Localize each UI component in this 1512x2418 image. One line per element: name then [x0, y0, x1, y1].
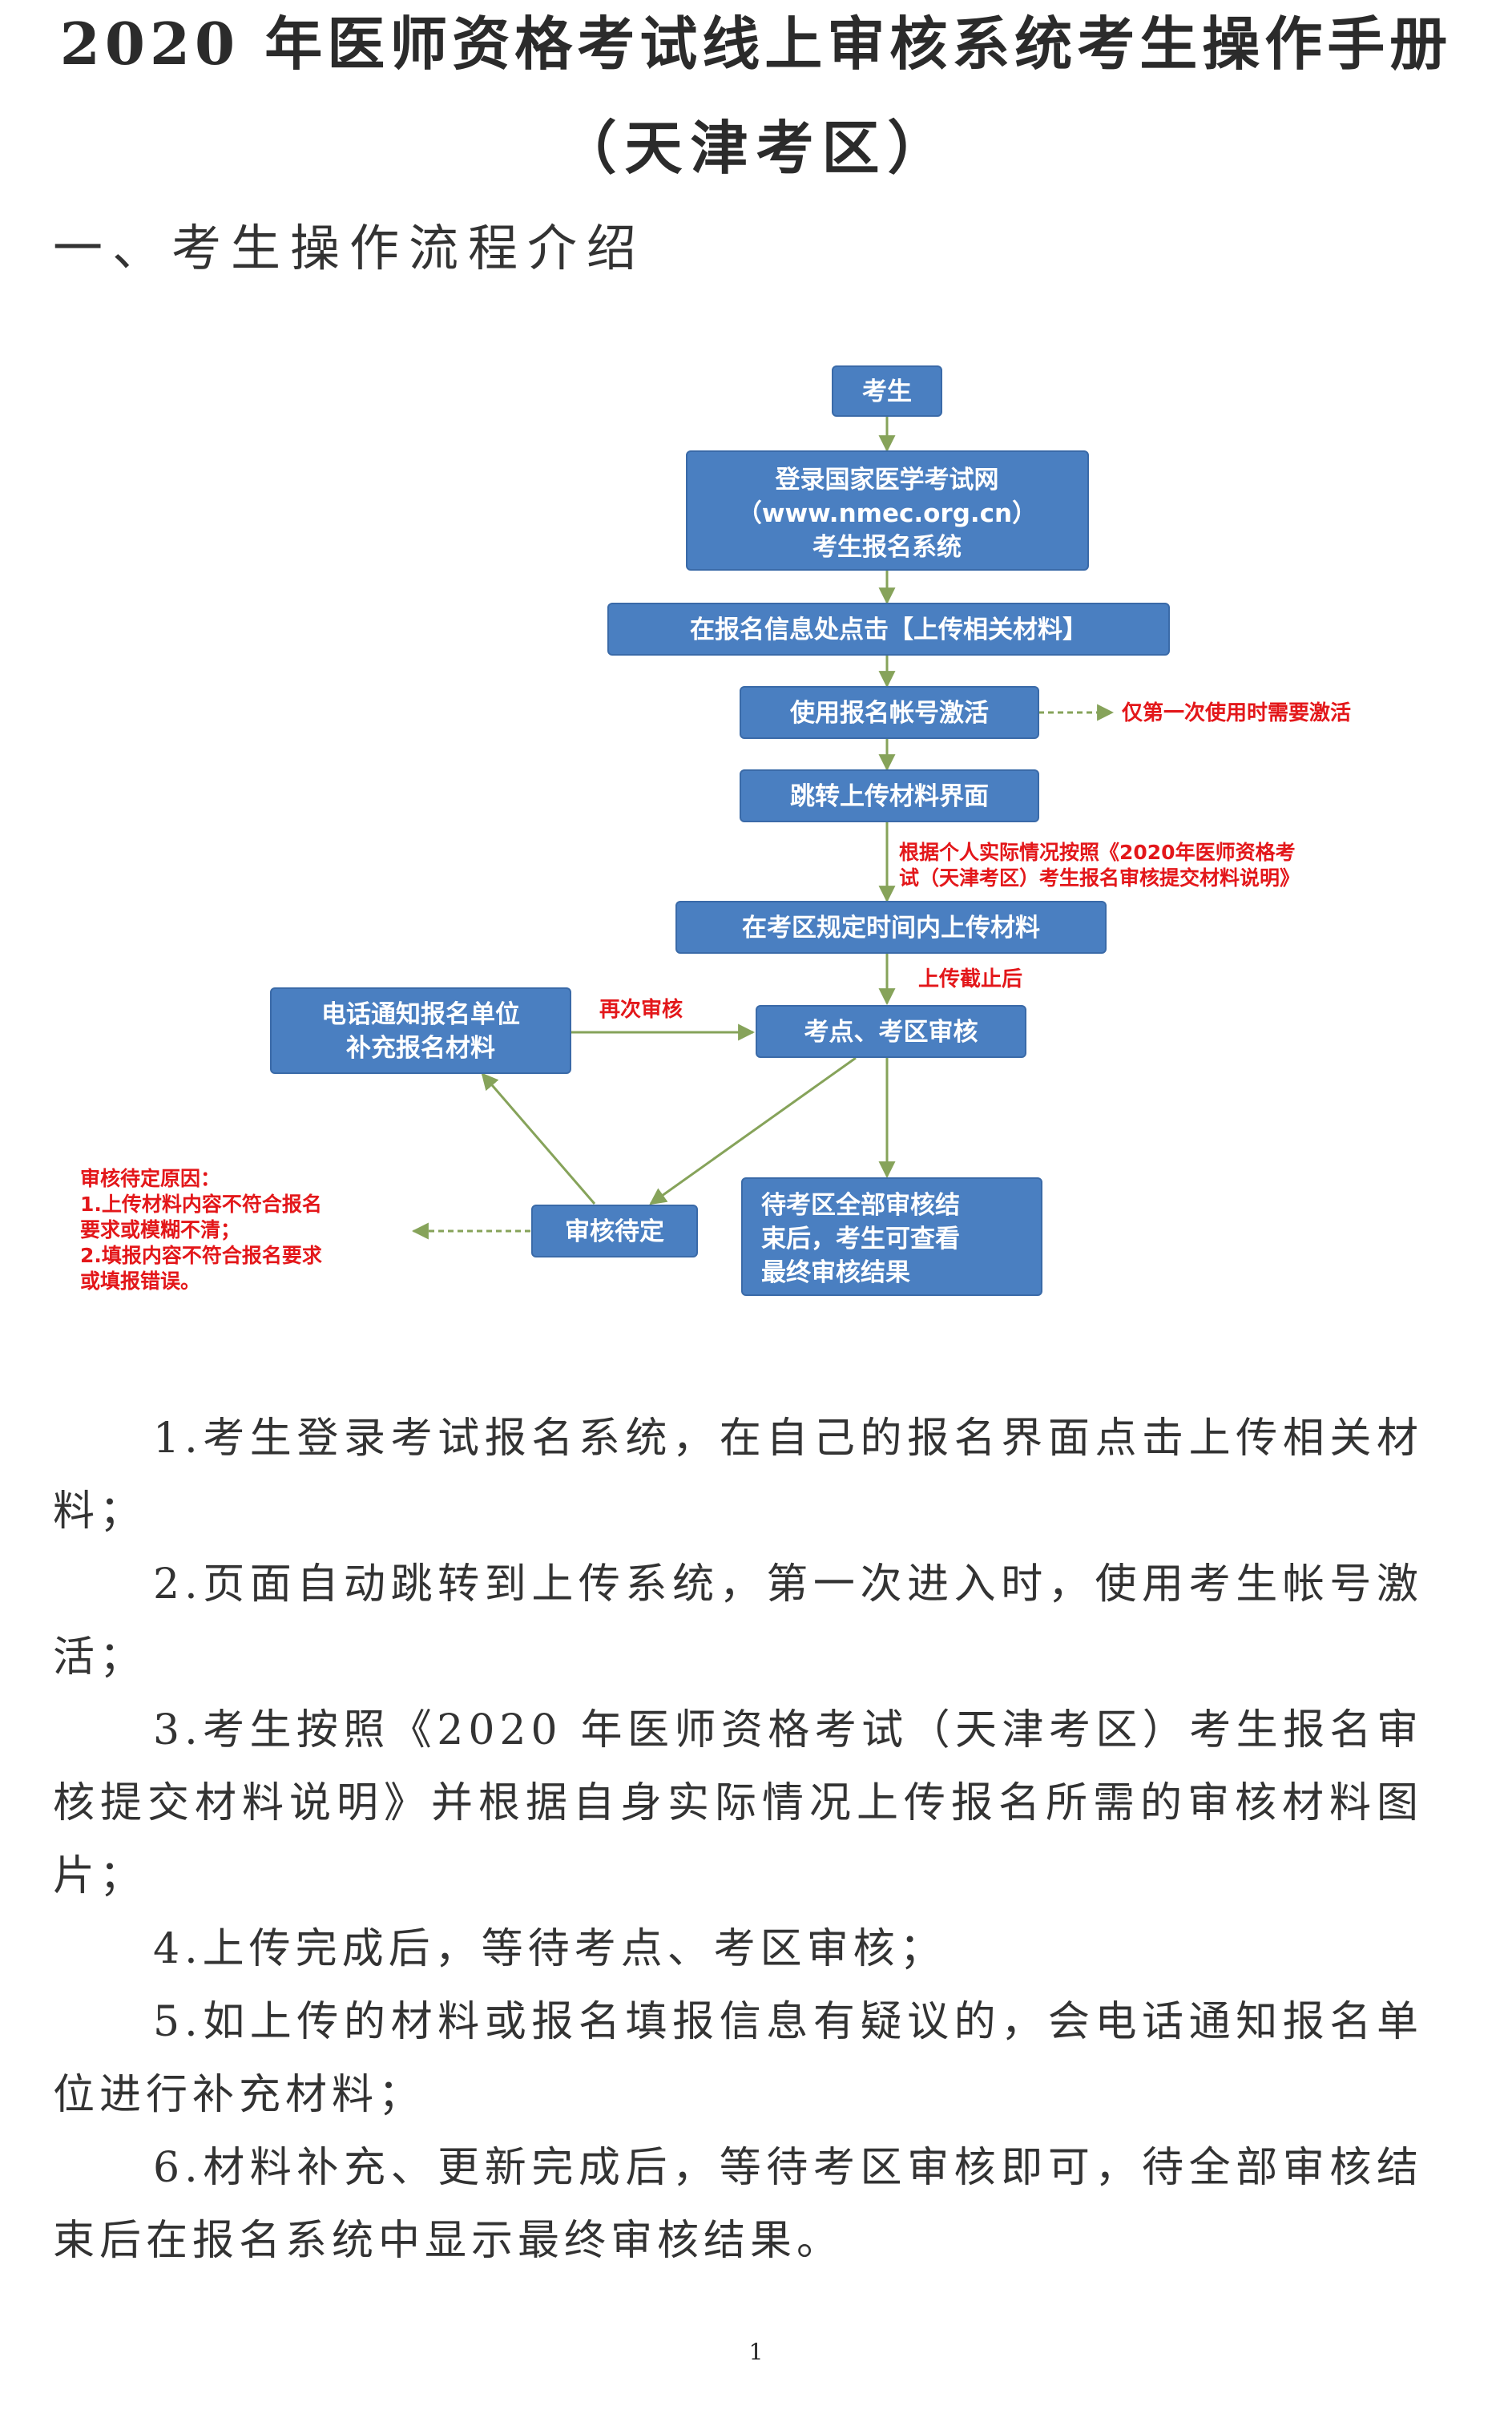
flow-node-phone-line2: 补充报名材料 [346, 1034, 495, 1063]
note-pending-reason1-line2: 要求或模糊不清； [80, 1218, 240, 1241]
flow-node-login-line3: 考生报名系统 [812, 533, 962, 562]
step-item: 5.如上传的材料或报名填报信息有疑议的，会电话通知报名单位进行补充材料； [53, 1998, 1423, 2119]
flow-node-activate-label: 使用报名帐号激活 [789, 699, 989, 728]
flow-node-start: 考生 [832, 365, 942, 417]
step-item: 1.考生登录考试报名系统，在自己的报名界面点击上传相关材料； [53, 1415, 1423, 1536]
flow-node-start-label: 考生 [862, 377, 912, 406]
flow-node-login: 登录国家医学考试网 （www.nmec.org.cn） 考生报名系统 [686, 450, 1089, 571]
flow-node-login-line2: （www.nmec.org.cn） [737, 499, 1037, 528]
note-re-review: 再次审核 [599, 997, 683, 1022]
document-subtitle: （天津考区） [558, 114, 954, 182]
step-item: 3.考生按照《2020 年医师资格考试（天津考区）考生报名审核提交材料说明》并根… [53, 1706, 1423, 1900]
note-by-situation-line1: 根据个人实际情况按照《2020年医师资格考 [899, 841, 1296, 864]
section-heading: 一、考生操作流程介绍 [53, 219, 647, 277]
flow-node-upload-in-time: 在考区规定时间内上传材料 [675, 901, 1107, 954]
document-title: 2020 年医师资格考试线上审核系统考生操作手册 [59, 10, 1453, 78]
step-item: 4.上传完成后，等待考点、考区审核； [153, 1925, 946, 1973]
process-flowchart: 考生 登录国家医学考试网 （www.nmec.org.cn） 考生报名系统 在报… [80, 365, 1351, 1296]
flow-node-jump-upload-label: 跳转上传材料界面 [790, 782, 989, 811]
flowchart-connectors [411, 417, 1115, 1240]
arrow-pending-to-phone [481, 1072, 596, 1205]
flow-node-review-label: 考点、考区审核 [804, 1018, 978, 1047]
flow-node-jump-upload: 跳转上传材料界面 [740, 769, 1039, 822]
flow-node-pending-label: 审核待定 [565, 1217, 664, 1246]
flow-node-phone: 电话通知报名单位 补充报名材料 [270, 987, 571, 1074]
step-item: 2.页面自动跳转到上传系统，第一次进入时，使用考生帐号激活； [53, 1560, 1423, 1681]
flow-node-phone-line1: 电话通知报名单位 [321, 1000, 520, 1029]
note-by-situation-line2: 试（天津考区）考生报名审核提交材料说明》 [899, 866, 1300, 890]
note-pending-reason2-line2: 或填报错误。 [80, 1270, 200, 1293]
note-pending-reasons-title: 审核待定原因： [80, 1167, 220, 1190]
step-list: 1.考生登录考试报名系统，在自己的报名界面点击上传相关材料； 2.页面自动跳转到… [53, 1403, 1423, 2278]
arrow-review-to-pending [649, 1056, 857, 1205]
flow-node-login-line1: 登录国家医学考试网 [775, 466, 999, 494]
note-pending-reason2-line1: 2.填报内容不符合报名要求 [80, 1244, 322, 1267]
step-item: 6.材料补充、更新完成后，等待考区审核即可，待全部审核结束后在报名系统中显示最终… [53, 2144, 1423, 2265]
note-deadline: 上传截止后 [918, 967, 1022, 991]
flow-node-final: 待考区全部审核结 束后，考生可查看 最终审核结果 [741, 1177, 1042, 1296]
flow-node-final-line1: 待考区全部审核结 [761, 1191, 960, 1220]
flow-node-activate: 使用报名帐号激活 [740, 686, 1039, 739]
flow-node-final-line3: 最终审核结果 [761, 1258, 910, 1287]
note-first-use: 仅第一次使用时需要激活 [1122, 700, 1351, 725]
flow-node-review: 考点、考区审核 [756, 1005, 1026, 1058]
flow-node-final-line2: 束后，考生可查看 [761, 1225, 960, 1253]
note-pending-reason1-line1: 1.上传材料内容不符合报名 [80, 1193, 322, 1216]
flow-node-pending: 审核待定 [531, 1205, 698, 1257]
flow-node-click-upload: 在报名信息处点击【上传相关材料】 [607, 603, 1170, 656]
flow-node-upload-in-time-label: 在考区规定时间内上传材料 [742, 914, 1040, 943]
page-number: 1 [748, 2339, 764, 2365]
flow-node-click-upload-label: 在报名信息处点击【上传相关材料】 [690, 616, 1087, 644]
